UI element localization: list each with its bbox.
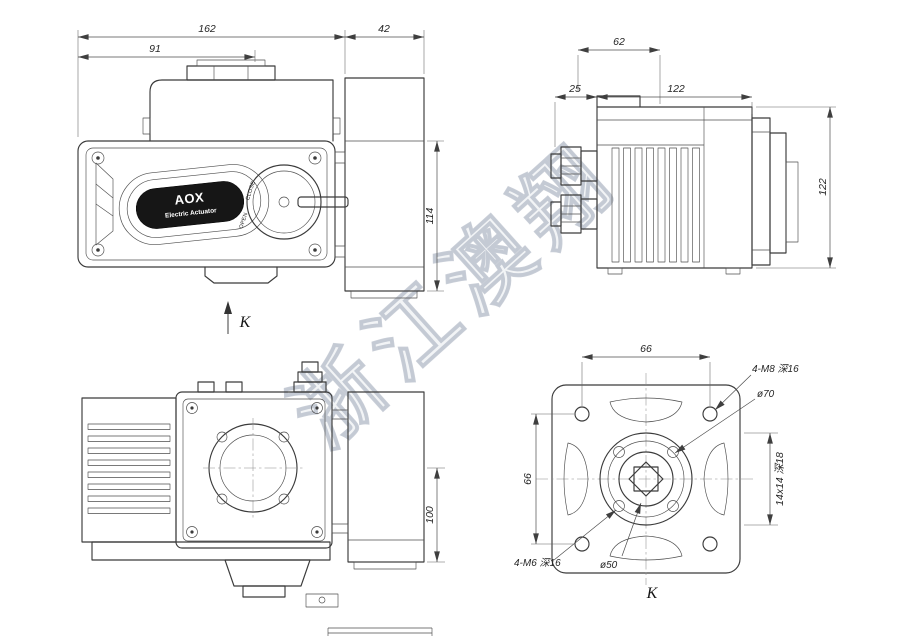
bottom-motor-housing: [81, 397, 177, 543]
k-direction-label: K: [239, 314, 252, 331]
front-position-dial: CLOSE OPEN: [239, 164, 349, 240]
k-flange-body: [536, 373, 756, 585]
dim-25-label: 25: [568, 83, 581, 95]
k-annotations: 4-M8 深16 ø70 4-M6 深16 ø50 K: [514, 363, 799, 602]
k-view-label: K: [646, 585, 659, 602]
dim-122-top-label: 122: [667, 83, 685, 95]
dim-162-label: 162: [198, 23, 216, 35]
brand-label: [135, 181, 245, 229]
frame-fragment: [327, 627, 433, 636]
cable-gland-top: [550, 146, 598, 186]
front-actuator-body: [77, 59, 341, 284]
side-output-flange: [751, 117, 799, 266]
dial-pointer-handle: [297, 196, 349, 208]
dim-66-top-label: 66: [640, 343, 652, 355]
note-square-socket-label: 14x14 深18: [774, 452, 786, 506]
view-front: AOX Electric Actuator CLOSE OPEN 162: [77, 23, 444, 299]
dim-66-left-label: 66: [522, 473, 534, 485]
cable-gland-bottom: [550, 194, 598, 234]
dim-100-label: 100: [424, 506, 436, 524]
k-direction-arrow-icon: [224, 301, 232, 314]
front-side-profile: [334, 77, 425, 299]
view-side: 62 25 122 122: [550, 36, 836, 275]
view-bottom: 100: [81, 361, 445, 608]
k-dimensions: 66 66 14x14 深18: [522, 343, 786, 545]
note-d70-label: ø70: [757, 389, 775, 400]
dim-122-right-label: 122: [817, 178, 829, 196]
bottom-base: [91, 541, 339, 608]
note-m6-label: 4-M6 深16: [514, 557, 561, 569]
dim-91-label: 91: [149, 43, 161, 55]
k-view-direction: K: [224, 301, 252, 334]
watermark-text: 浙江澳翔: [272, 123, 638, 467]
view-k: 66 66 14x14 深18 4-M8 深16 ø70 4-M6 深16 ø5…: [514, 343, 799, 602]
dim-42-label: 42: [378, 23, 390, 35]
brand-name: AOX: [174, 190, 205, 208]
bottom-dimensions: 100: [424, 467, 445, 563]
dim-62-label: 62: [613, 36, 625, 48]
dim-114-label: 114: [424, 207, 436, 224]
bottom-top-fittings: [197, 361, 327, 393]
side-dimensions: 62 25 122 122: [554, 36, 836, 269]
bottom-mounting-plate: [175, 391, 333, 549]
front-brand-plate: AOX Electric Actuator: [118, 164, 270, 245]
dial-open-label: OPEN: [239, 212, 250, 230]
note-d50-label: ø50: [600, 560, 618, 571]
front-dimensions: 162 91 42 114: [77, 23, 444, 292]
dial-close-label: CLOSE: [245, 180, 257, 201]
bottom-side-profile: [331, 391, 425, 570]
note-m8-label: 4-M8 深16: [752, 363, 799, 375]
